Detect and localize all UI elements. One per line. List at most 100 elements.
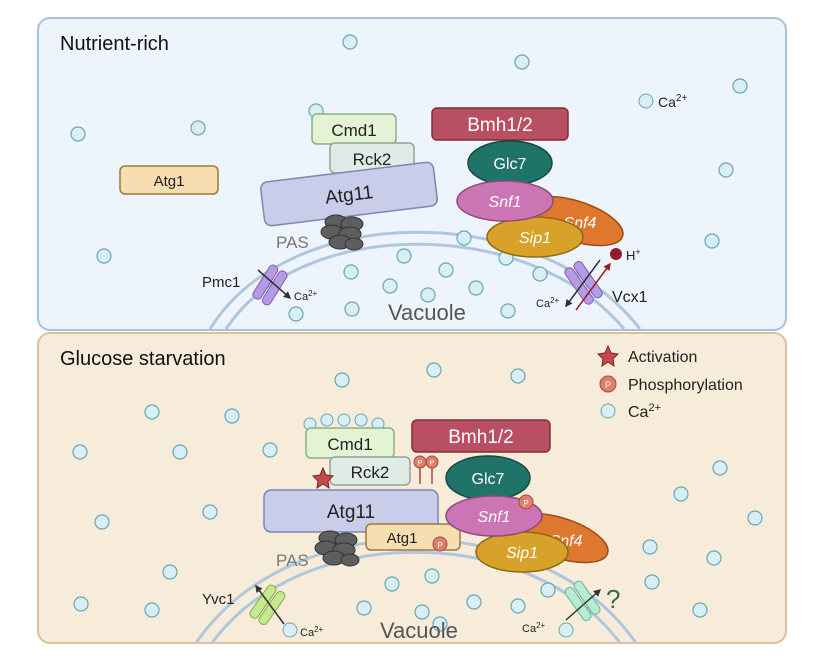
bottom-panel-title: Glucose starvation [60, 348, 226, 370]
calcium-ion [70, 126, 86, 142]
legend-activation-label: Activation [628, 349, 697, 366]
legend-phosphorylation-glyph: P [605, 380, 611, 390]
top-pmc1-label: Pmc1 [202, 274, 240, 291]
vacuole-calcium-ion [510, 598, 526, 614]
calcium-ion [72, 444, 88, 460]
calcium-ion [94, 514, 110, 530]
vacuole-calcium-ion [344, 301, 360, 317]
top-proton [610, 248, 622, 260]
bottom-sip1-label: Sip1 [506, 545, 538, 562]
vacuole-calcium-ion [382, 278, 398, 294]
bottom-rck2-label: Rck2 [351, 463, 390, 482]
calcium-ion [732, 78, 748, 94]
bottom-cmd1-label: Cmd1 [327, 435, 372, 454]
bottom-glc7-label: Glc7 [472, 471, 505, 488]
vacuole-calcium-ion [414, 604, 430, 620]
legend-calcium-icon [600, 403, 616, 419]
calcium-ion [704, 233, 720, 249]
top-atg1-label: Atg1 [154, 173, 185, 190]
bottom-panel-background [37, 332, 787, 644]
bottom-atg1-label: Atg1 [387, 530, 418, 547]
top-bmh-label: Bmh1/2 [467, 115, 532, 136]
bottom-snf1-label: Snf1 [478, 509, 511, 526]
bottom-unknown-channel-arrow [565, 589, 602, 621]
bottom-cmd1-protein: Cmd1 [305, 427, 395, 459]
top-pas-label: PAS [276, 233, 309, 252]
vacuole-calcium-ion [532, 266, 548, 282]
vacuole-calcium-ion [456, 230, 472, 246]
calcium-ion [712, 460, 728, 476]
top-pmc1-calcium-label: Ca2+ [294, 289, 318, 303]
calcium-ion [342, 34, 358, 50]
bottom-rck2-activation-star-icon [311, 466, 335, 490]
bottom-yvc1-calcium-ion [282, 622, 298, 638]
vacuole-calcium-ion [468, 280, 484, 296]
calcium-ion [747, 510, 763, 526]
calcium-ion [144, 404, 160, 420]
legend-activation-star-icon [596, 344, 620, 368]
top-pmc1-arrow [257, 269, 292, 299]
bottom-unknown-channel-question: ? [606, 584, 620, 614]
top-calcium-ion-label: Ca2+ [658, 93, 687, 110]
calcium-ion [642, 539, 658, 555]
calcium-ion [224, 408, 240, 424]
calcium-ion [73, 596, 89, 612]
calcium-ion [202, 504, 218, 520]
legend: Activation P Phosphorylation Ca2+ [596, 344, 743, 421]
calcium-ion [510, 368, 526, 384]
top-glc7-protein: Glc7 [467, 140, 553, 186]
calcium-ion [718, 162, 734, 178]
legend-phosphorylation-label: Phosphorylation [628, 377, 743, 394]
top-vcx1-calcium-label: Ca2+ [536, 296, 560, 310]
top-rck2-label: Rck2 [353, 150, 392, 169]
vacuole-calcium-ion [384, 576, 400, 592]
top-vacuole-label: Vacuole [388, 300, 466, 325]
top-atg11-protein: Atg11 [260, 161, 438, 227]
vacuole-calcium-ion [343, 264, 359, 280]
bottom-atg1-phospho-icon [432, 536, 448, 552]
vacuole-calcium-ion [438, 262, 454, 278]
top-vcx1-label: Vcx1 [612, 289, 648, 306]
vacuole-calcium-ion [288, 306, 304, 322]
bottom-pas-label: PAS [276, 551, 309, 570]
vacuole-calcium-ion [466, 594, 482, 610]
bottom-yvc1-arrow [255, 584, 285, 625]
vacuole-calcium-ion [432, 616, 448, 632]
top-cmd1-label: Cmd1 [331, 121, 376, 140]
top-snf1-label: Snf1 [489, 194, 522, 211]
bottom-vacuole-ions [356, 568, 556, 632]
glucose-starvation-panel: Glucose starvation Activation P Phosphor… [37, 332, 787, 644]
bottom-glc7-protein: Glc7 [445, 455, 531, 501]
nutrient-rich-panel: Nutrient-rich Vacuole Atg1 Cmd1 Rck2 Atg… [37, 17, 787, 331]
top-vcx1-proton-arrow [575, 262, 611, 311]
bottom-rck2-phospho-icon-2 [425, 455, 439, 469]
calcium-ion [162, 564, 178, 580]
bottom-pas-cluster [314, 530, 360, 567]
bottom-snf1-protein: Snf1 [445, 495, 543, 537]
top-sip1-protein: Sip1 [486, 216, 584, 258]
calcium-ion [673, 486, 689, 502]
bottom-rck2-phospho-glyph-1: P [418, 460, 423, 467]
top-vcx1-calcium-arrow [565, 259, 601, 308]
bottom-sip1-protein: Sip1 [475, 531, 569, 573]
calcium-ion [172, 444, 188, 460]
top-atg1-protein: Atg1 [119, 165, 219, 195]
bottom-unknown-channel-calcium-ion [558, 622, 574, 638]
calcium-ion [706, 550, 722, 566]
vacuole-calcium-ion [540, 582, 556, 598]
calcium-ion [190, 120, 206, 136]
calcium-ion [644, 574, 660, 590]
bottom-calcium-ions [72, 362, 763, 618]
top-bmh-protein: Bmh1/2 [431, 107, 569, 141]
top-pmc1-pump [252, 264, 288, 306]
vacuole-calcium-ion [396, 248, 412, 264]
calcium-ion [692, 602, 708, 618]
legend-calcium-label: Ca2+ [628, 402, 661, 421]
top-calcium-ions [70, 34, 748, 264]
bottom-yvc1-calcium-label: Ca2+ [300, 625, 324, 639]
calcium-ion [426, 362, 442, 378]
vacuole-calcium-ion [500, 303, 516, 319]
bottom-snf1-phospho-glyph: P [523, 499, 528, 508]
bottom-rck2-protein: Rck2 [329, 456, 411, 486]
